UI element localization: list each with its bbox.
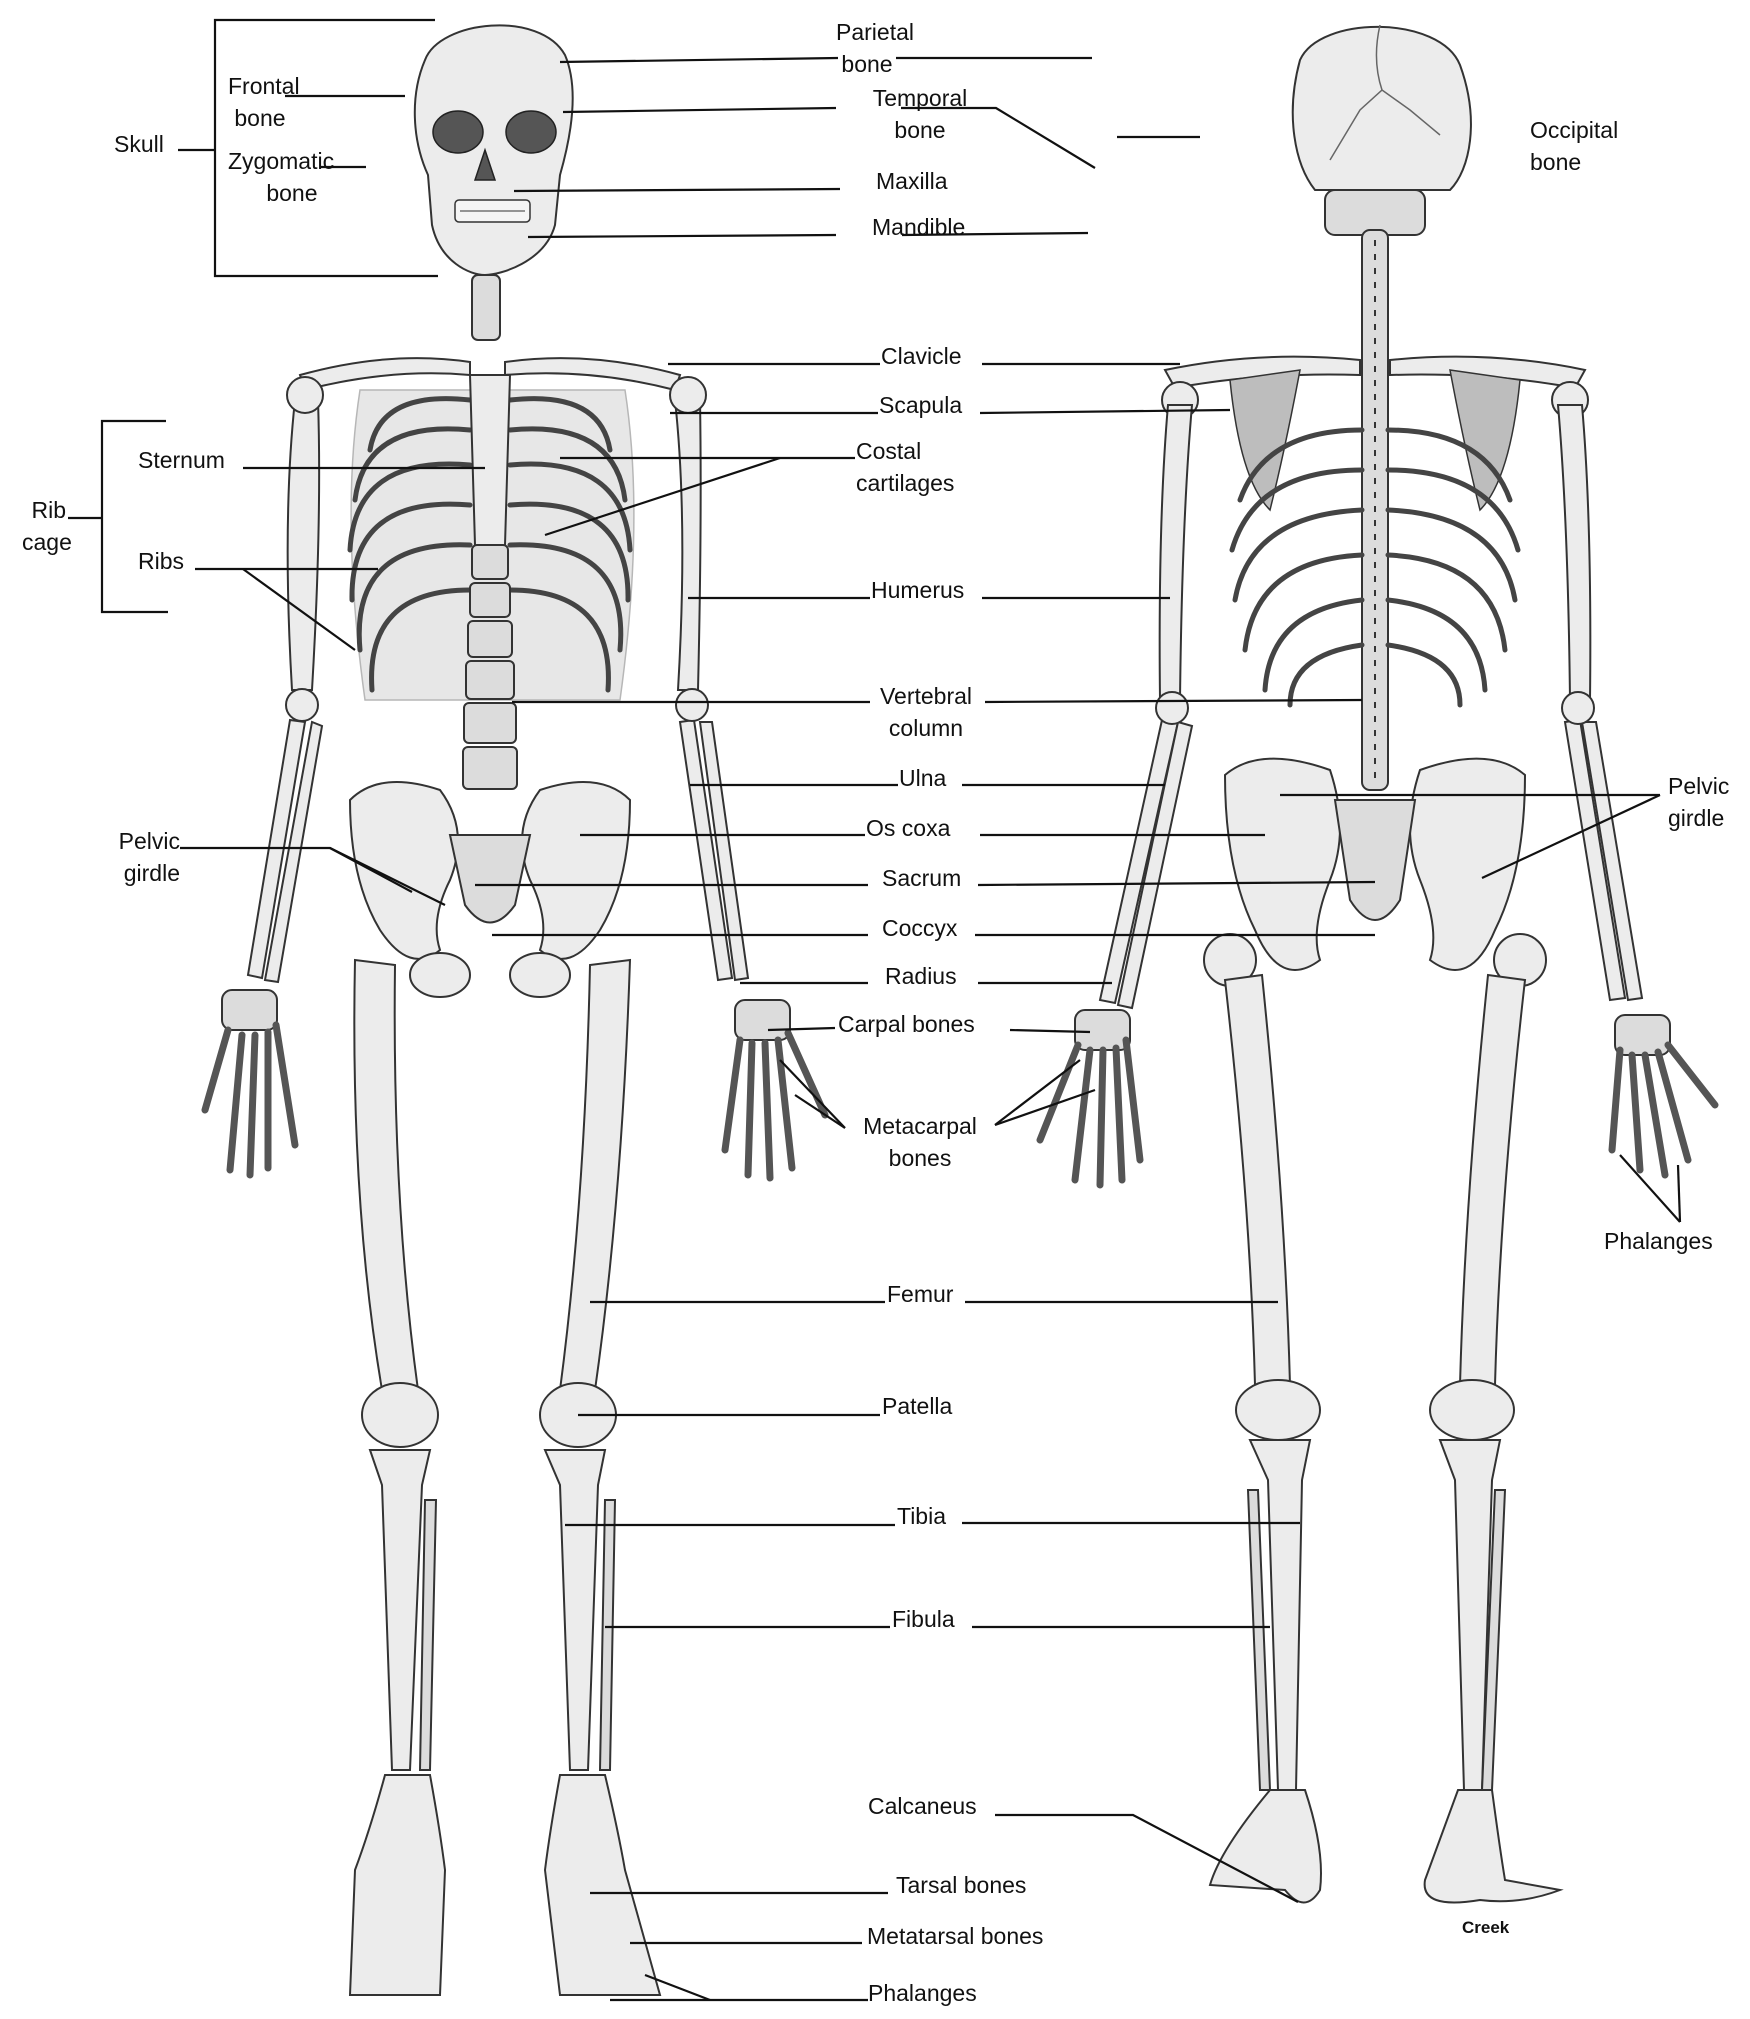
label-phalanges-hand: Phalanges bbox=[1604, 1228, 1713, 1254]
label-radius: Radius bbox=[885, 963, 957, 989]
label-sternum: Sternum bbox=[138, 447, 225, 473]
posterior-skeleton bbox=[1036, 24, 1719, 1904]
label-patella: Patella bbox=[882, 1393, 953, 1419]
label-rib-cage: Rib cage bbox=[22, 497, 72, 555]
label-ribs: Ribs bbox=[138, 548, 185, 574]
label-metatarsal-bones: Metatarsal bones bbox=[867, 1923, 1044, 1949]
anterior-legs bbox=[348, 958, 662, 1996]
label-tarsal-bones: Tarsal bones bbox=[896, 1872, 1027, 1898]
label-os-coxa: Os coxa bbox=[866, 815, 951, 841]
label-scapula: Scapula bbox=[879, 392, 963, 418]
anterior-pelvis bbox=[348, 781, 632, 998]
label-frontal-bone: Frontal bone bbox=[228, 73, 300, 131]
label-sacrum: Sacrum bbox=[882, 865, 962, 891]
label-skull: Skull bbox=[114, 131, 164, 157]
label-occipital-bone: Occipital bone bbox=[1530, 117, 1619, 175]
posterior-ribcage bbox=[1229, 427, 1521, 708]
illustrator-credit: Creek bbox=[1462, 1918, 1510, 1937]
label-carpal-bones: Carpal bones bbox=[838, 1011, 975, 1037]
anterior-hands bbox=[201, 989, 829, 1182]
anterior-skeleton bbox=[201, 24, 829, 1996]
label-calcaneus: Calcaneus bbox=[868, 1793, 977, 1819]
anterior-skull bbox=[413, 24, 574, 277]
posterior-hands bbox=[1036, 1009, 1719, 1189]
anterior-spine bbox=[462, 544, 518, 790]
label-tibia: Tibia bbox=[897, 1503, 946, 1529]
leader-lines bbox=[68, 18, 1682, 2002]
posterior-arms bbox=[1098, 381, 1644, 1010]
posterior-spine bbox=[1361, 229, 1389, 791]
label-ulna: Ulna bbox=[899, 765, 947, 791]
label-costal-cartilages: Costal cartilages bbox=[856, 438, 955, 496]
label-maxilla: Maxilla bbox=[876, 168, 948, 194]
label-coccyx: Coccyx bbox=[882, 915, 958, 941]
label-pelvic-girdle-posterior: Pelvic girdle bbox=[1668, 773, 1730, 831]
label-fibula: Fibula bbox=[892, 1606, 955, 1632]
posterior-pelvis bbox=[1203, 757, 1547, 987]
label-parietal-bone: Parietal bone bbox=[836, 19, 914, 77]
label-mandible: Mandible bbox=[872, 214, 966, 240]
label-zygomatic-bone: Zygomatic bone bbox=[228, 148, 335, 206]
label-clavicle: Clavicle bbox=[881, 343, 962, 369]
label-pelvic-girdle-anterior: Pelvic girdle bbox=[118, 828, 180, 886]
label-phalanges-foot: Phalanges bbox=[868, 1980, 977, 2006]
label-femur: Femur bbox=[887, 1281, 954, 1307]
label-temporal-bone: Temporal bone bbox=[872, 85, 968, 143]
label-vertebral-column: Vertebral column bbox=[879, 683, 973, 741]
label-metacarpal-bones: Metacarpal bones bbox=[863, 1113, 977, 1171]
label-humerus: Humerus bbox=[871, 577, 965, 603]
posterior-legs bbox=[1208, 973, 1564, 1904]
